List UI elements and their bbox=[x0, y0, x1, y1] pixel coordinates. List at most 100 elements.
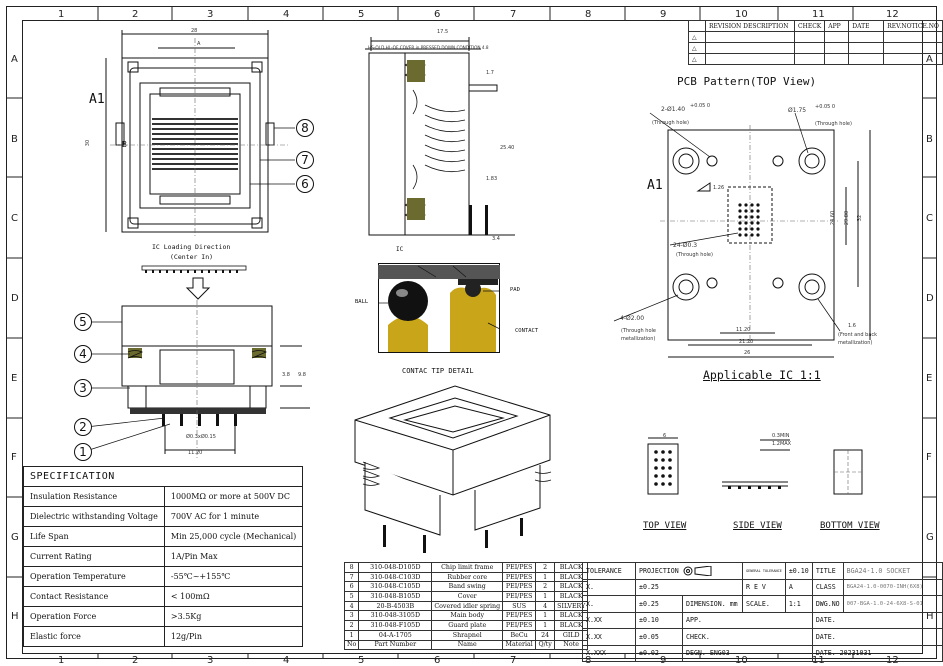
bom-cell: 2 bbox=[535, 562, 556, 573]
pcb-dim-pitch: 1.26 bbox=[713, 185, 725, 191]
bom-header-cell: No bbox=[343, 639, 360, 651]
bom-cell: 6 bbox=[343, 581, 360, 593]
bom-cell: 1 bbox=[535, 591, 556, 602]
side-h2-dim: 9.8 bbox=[298, 372, 306, 378]
spec-title: SPECIFICATION bbox=[22, 466, 304, 487]
side-width-dim: 11.20 bbox=[188, 450, 203, 456]
zone-row-d: D bbox=[11, 293, 19, 304]
bom-cell: 1 bbox=[535, 610, 556, 622]
socket-mid-section bbox=[365, 37, 515, 236]
pcb-dim-h-mid: 21.20 bbox=[739, 339, 754, 345]
zone-col-7: 7 bbox=[510, 9, 517, 20]
pcb-front-note-1: (Front and back bbox=[838, 332, 878, 338]
bom-cell: Covered idler spring bbox=[431, 600, 504, 612]
pcb-a1-marker: A1 bbox=[647, 178, 663, 193]
tb-general-tol-val: ±0.10 bbox=[784, 562, 813, 580]
pcb-tr-hole-note: (Through hole) bbox=[815, 121, 852, 127]
zone-row-g: G bbox=[11, 532, 19, 543]
tb-rev-label: R E V bbox=[742, 578, 786, 596]
mid-top-dim: 17.5 bbox=[437, 29, 449, 35]
ic-side-view-label: SIDE VIEW bbox=[733, 521, 782, 531]
tb-x-label-2: X. bbox=[582, 595, 636, 613]
bom-cell: 3 bbox=[343, 610, 360, 622]
spec-row-value: Min 25,000 cycle (Mechanical) bbox=[163, 526, 304, 547]
bom-cell: PEI/PES bbox=[502, 581, 537, 593]
rev-mark-2: △ bbox=[688, 42, 706, 54]
bom-cell: Shrapnel bbox=[431, 629, 504, 641]
tb-x-tol-2: ±0.25 bbox=[635, 595, 683, 613]
tb-xxx-tol: ±0.05 bbox=[635, 628, 683, 646]
mid-dim-h1: 1.7 bbox=[486, 70, 494, 76]
spec-row-value: -55℃~+155℃ bbox=[163, 566, 304, 587]
tb-title-value: BGA24-1.0 SOCKET bbox=[842, 562, 943, 580]
tb-dimension-unit: mm bbox=[729, 599, 738, 608]
bom-cell: PEI/PES bbox=[502, 571, 537, 583]
tb-projection: PROJECTION bbox=[639, 566, 679, 575]
bom-cell: 1 bbox=[343, 629, 360, 641]
tb-class-label: CLASS bbox=[811, 578, 844, 596]
tb-general-tol: GENERAL TOLERANCE bbox=[742, 562, 786, 580]
pcb-mount-note-2: metallization) bbox=[621, 336, 656, 342]
bom-cell: PEI/PES bbox=[502, 620, 537, 631]
callout-6: 6 bbox=[296, 175, 314, 193]
tb-xx-tol: ±0.10 bbox=[635, 611, 683, 629]
bom-cell: 310-048-B105D bbox=[358, 591, 433, 602]
rev-mark-3: △ bbox=[688, 53, 706, 65]
zone-row-e: E bbox=[11, 373, 18, 384]
zone-col-4-bottom: 4 bbox=[283, 655, 290, 666]
zone-col-3: 3 bbox=[207, 9, 214, 20]
zone-row-c: C bbox=[11, 213, 18, 224]
mid-dim-bottom: 3.4 bbox=[492, 236, 500, 242]
spec-row-value: 12g/Pin bbox=[163, 626, 304, 647]
spec-row-label: Operation Force bbox=[23, 606, 165, 627]
spec-row-label: Operation Temperature bbox=[23, 566, 165, 587]
tb-x-label: X. bbox=[582, 578, 636, 596]
tb-degn-label: DEGN. bbox=[686, 649, 706, 658]
spec-row-value: < 100mΩ bbox=[163, 586, 304, 607]
tb-dimension-label: DIMENSION. bbox=[686, 599, 726, 608]
pcb-dim-v-mid: 29.80 bbox=[844, 210, 851, 226]
pcb-title: PCB Pattern(TOP View) bbox=[677, 75, 817, 88]
rev-mark-1: △ bbox=[688, 31, 706, 43]
bom-cell: 4 bbox=[535, 600, 556, 612]
rev-header-desc: REVISION DESCRIPTION bbox=[705, 20, 795, 32]
tb-xxx-label: X.XX bbox=[582, 628, 636, 646]
contact-tip-detail bbox=[378, 263, 500, 353]
tb-scale-label: SCALE. bbox=[742, 595, 786, 613]
tb-app-label: APP. bbox=[682, 611, 813, 629]
callout-7: 7 bbox=[296, 151, 314, 169]
load-direction-line1: IC Loading Direction bbox=[152, 243, 231, 251]
bom-cell: 8 bbox=[343, 562, 360, 573]
tb-date-label-3: DATE. bbox=[815, 649, 836, 658]
tb-date-label-2: DATE. bbox=[811, 628, 943, 646]
tb-title-label: TITLE bbox=[811, 562, 844, 580]
spec-row-value: 1000MΩ or more at 500V DC bbox=[163, 486, 304, 507]
zone-col-2-bottom: 2 bbox=[132, 655, 139, 666]
socket-top-view bbox=[105, 30, 295, 238]
top-view-width-dim: 28 bbox=[191, 28, 198, 34]
pcb-mount-hole: 4-Ø2.00 bbox=[620, 315, 645, 322]
callout-1: 1 bbox=[74, 443, 92, 461]
rev-header-date: DATE bbox=[848, 20, 885, 32]
pcb-front-dim: 1.6 bbox=[848, 323, 856, 329]
bom-cell: 1 bbox=[535, 620, 556, 631]
pcb-front-note-2: metallization) bbox=[838, 340, 873, 346]
bom-cell: PEI/PES bbox=[502, 562, 537, 573]
bom-cell: 1 bbox=[535, 571, 556, 583]
bom-cell: BeCu bbox=[502, 629, 537, 641]
bom-cell: SUS bbox=[502, 600, 537, 612]
zone-col-9: 9 bbox=[660, 9, 667, 20]
ic-top-view-label: TOP VIEW bbox=[643, 521, 687, 531]
bom-cell: 2 bbox=[535, 581, 556, 593]
top-view-height-dim: 30 bbox=[85, 139, 92, 147]
pcb-small-hole-tol: +0.05 0 bbox=[690, 103, 711, 109]
mid-dim-h3: 1.83 bbox=[486, 176, 498, 182]
side-letter: B bbox=[122, 140, 127, 149]
tb-rev-value: A bbox=[784, 578, 813, 596]
tb-dwg-value: 007-BGA-1.0-24-6X8-S-01 bbox=[842, 595, 943, 613]
spec-row-label: Current Rating bbox=[23, 546, 165, 567]
bom-cell: Cover bbox=[431, 591, 504, 602]
socket-isometric-view bbox=[354, 385, 552, 553]
bom-cell: Chip limit frame bbox=[431, 562, 504, 573]
